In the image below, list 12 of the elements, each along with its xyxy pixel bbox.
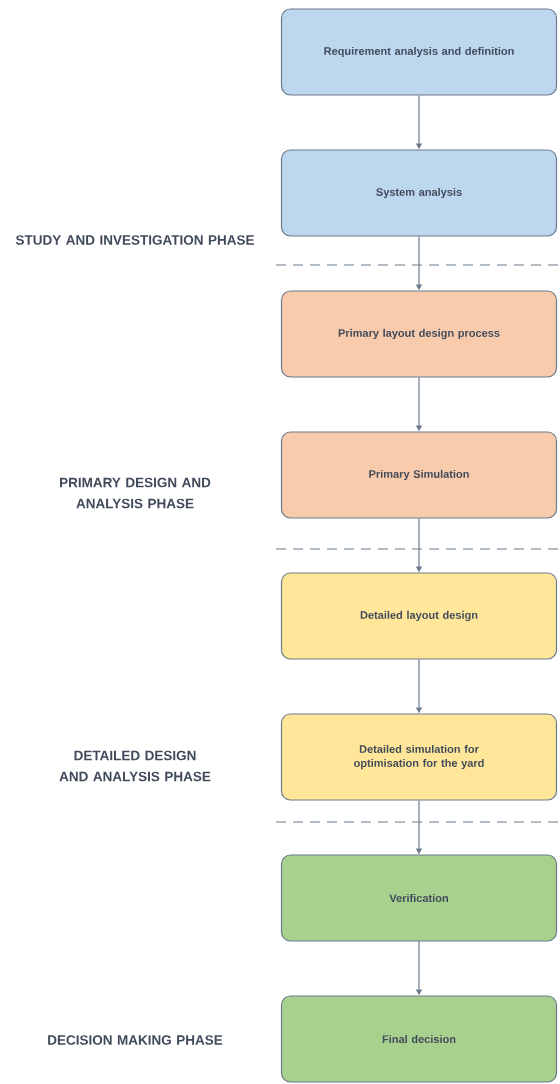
process-box: Primary layout design process bbox=[280, 290, 558, 378]
phase-label: DECISION MAKING PHASE bbox=[48, 1035, 223, 1045]
process-box: Verification bbox=[280, 854, 558, 942]
process-box: System analysis bbox=[280, 149, 558, 237]
process-box: Requirement analysis and definition bbox=[280, 8, 558, 96]
process-box: Detailed simulation for optimisation for the yard bbox=[280, 713, 558, 801]
process-box: Detailed layout design bbox=[280, 572, 558, 660]
process-box: Primary Simulation bbox=[280, 431, 558, 519]
phase-label: DETAILED DESIGN AND ANALYSIS PHASE bbox=[59, 750, 211, 782]
phase-label: STUDY AND INVESTIGATION PHASE bbox=[15, 235, 254, 245]
phase-label: PRIMARY DESIGN AND ANALYSIS PHASE bbox=[60, 477, 211, 509]
process-box: Final decision bbox=[280, 995, 558, 1083]
